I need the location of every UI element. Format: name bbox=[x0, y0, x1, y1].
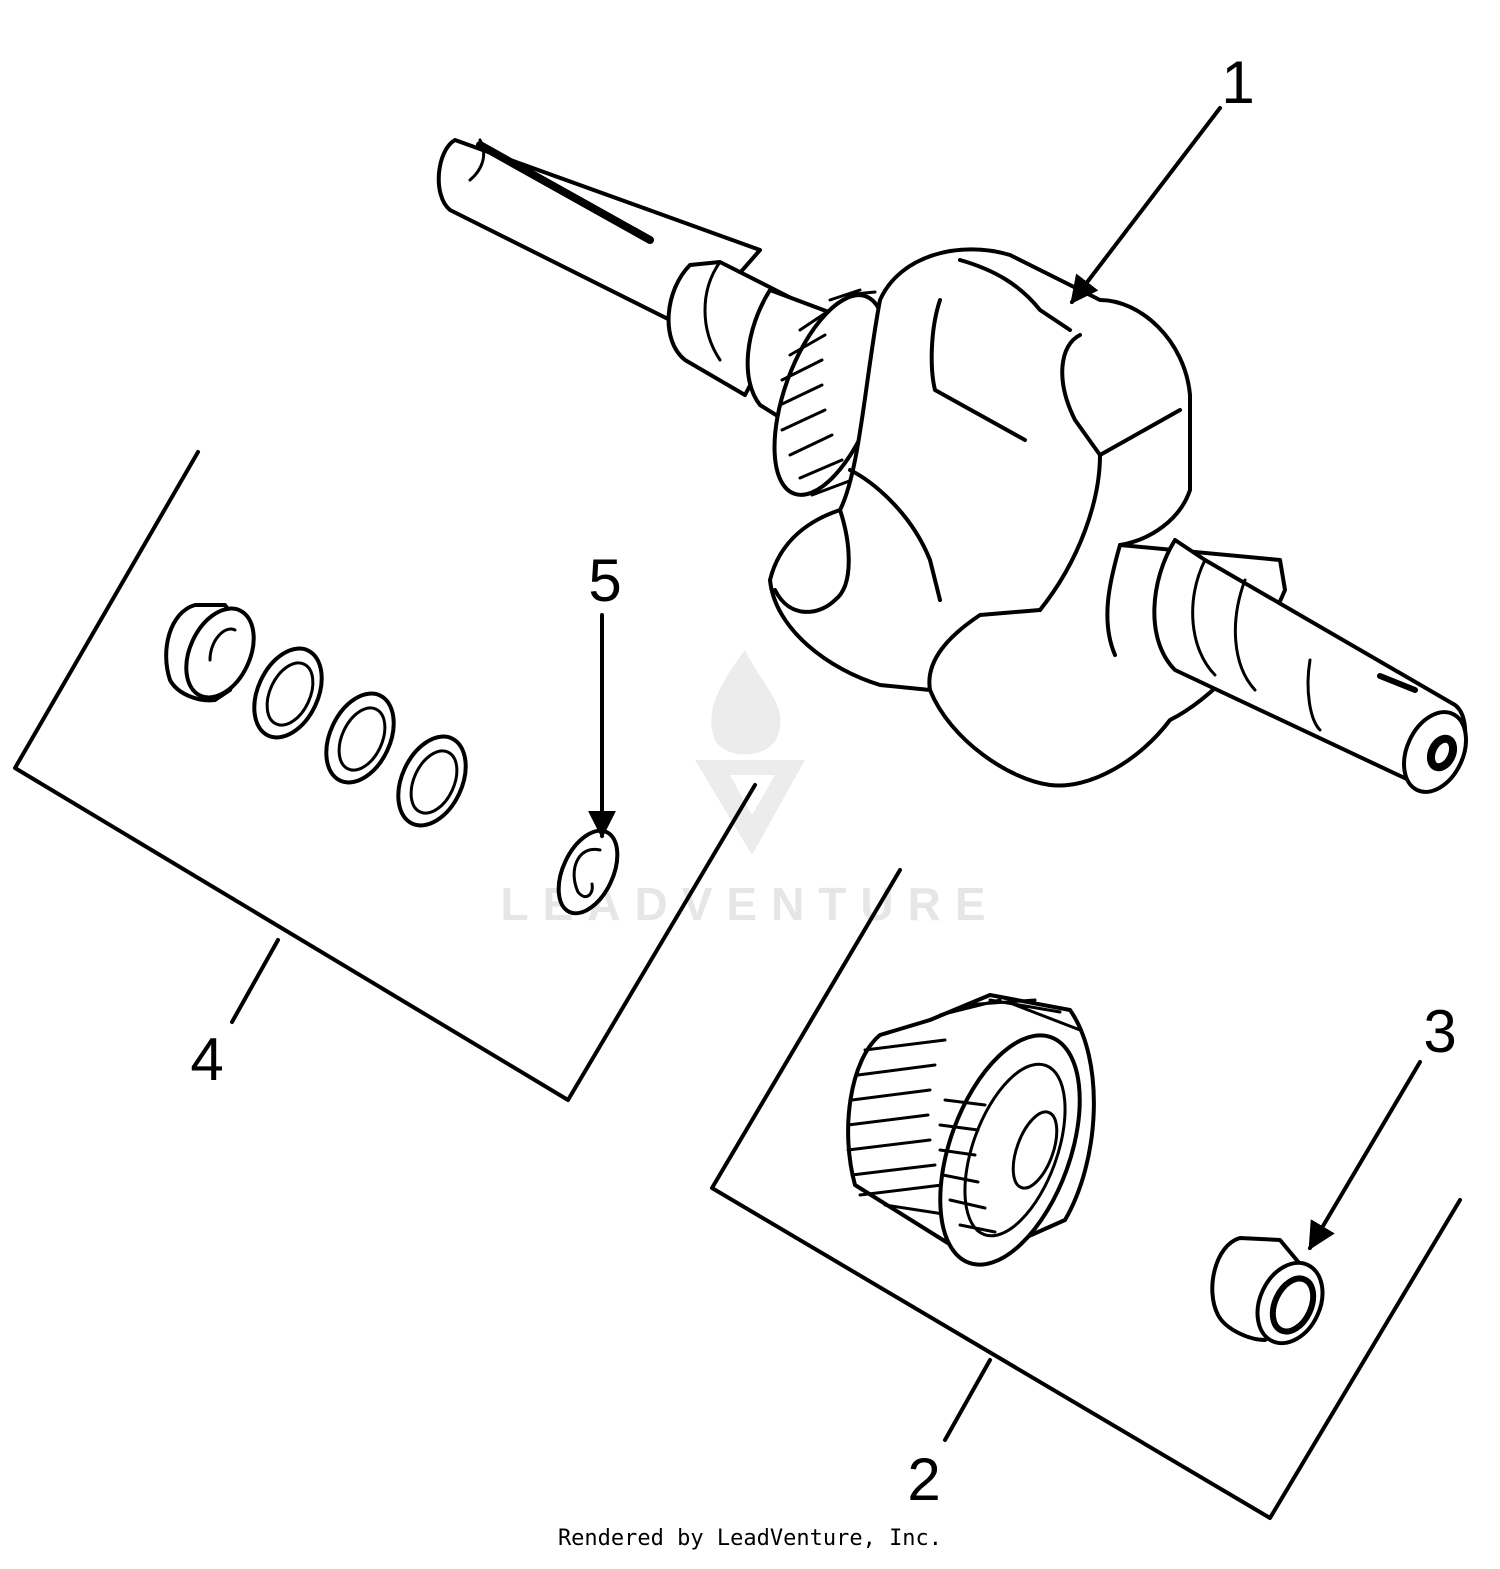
clip-ring bbox=[556, 828, 620, 916]
callout-3: 3 bbox=[1423, 998, 1456, 1065]
watermark-v-icon bbox=[695, 760, 805, 855]
group-box-4 bbox=[13, 450, 757, 1102]
footer-credit: Rendered by LeadVenture, Inc. bbox=[557, 1526, 943, 1551]
callout-1: 1 bbox=[1221, 49, 1254, 116]
bearing-set bbox=[164, 603, 468, 828]
needle-bearing bbox=[1210, 1236, 1325, 1346]
group-box-2 bbox=[710, 868, 1462, 1520]
leader-1 bbox=[1070, 106, 1222, 305]
callout-4: 4 bbox=[190, 1026, 223, 1093]
drive-gear bbox=[846, 993, 1096, 1267]
crankshaft bbox=[436, 138, 1468, 794]
callout-leaders bbox=[588, 106, 1422, 1251]
callout-2: 2 bbox=[907, 1446, 940, 1513]
leader-3 bbox=[1308, 1060, 1422, 1251]
callout-5: 5 bbox=[588, 547, 621, 614]
watermark-flame-icon bbox=[711, 650, 781, 755]
